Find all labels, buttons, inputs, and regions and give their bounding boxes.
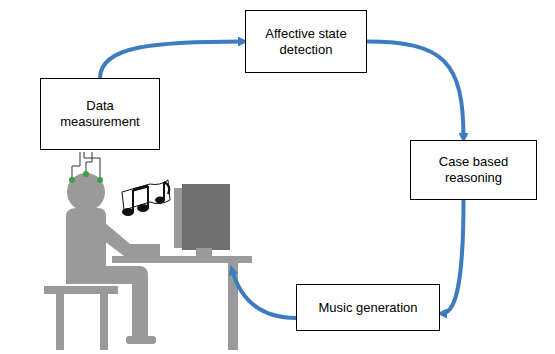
user-arm [92,222,160,256]
flow-arrow [100,42,243,79]
chair-seat [44,286,118,294]
box-label: Affective state detection [246,26,366,58]
flow-arrow [442,200,464,314]
user-head [67,173,105,211]
electrodes [69,171,103,183]
monitor-stand [196,248,212,256]
box-label: Case based reasoning [411,154,536,186]
reasoning-box: Case based reasoning [410,140,537,200]
electrode-wires [72,152,100,178]
box-label: Data measurement [41,98,159,130]
chair-leg [100,294,108,350]
desk-top [112,256,252,263]
user-torso [66,208,106,272]
monitor-side [174,188,182,248]
box-label: Music generation [313,300,424,316]
feedback-arrow [232,270,296,318]
chair-leg [56,294,64,350]
flow-arrow [367,42,464,139]
music-notes [122,180,170,216]
user-foot [126,336,156,344]
detection-box: Affective state detection [245,10,367,73]
generation-box: Music generation [296,284,440,331]
monitor-back [182,184,230,250]
measurement-box: Data measurement [40,78,160,150]
